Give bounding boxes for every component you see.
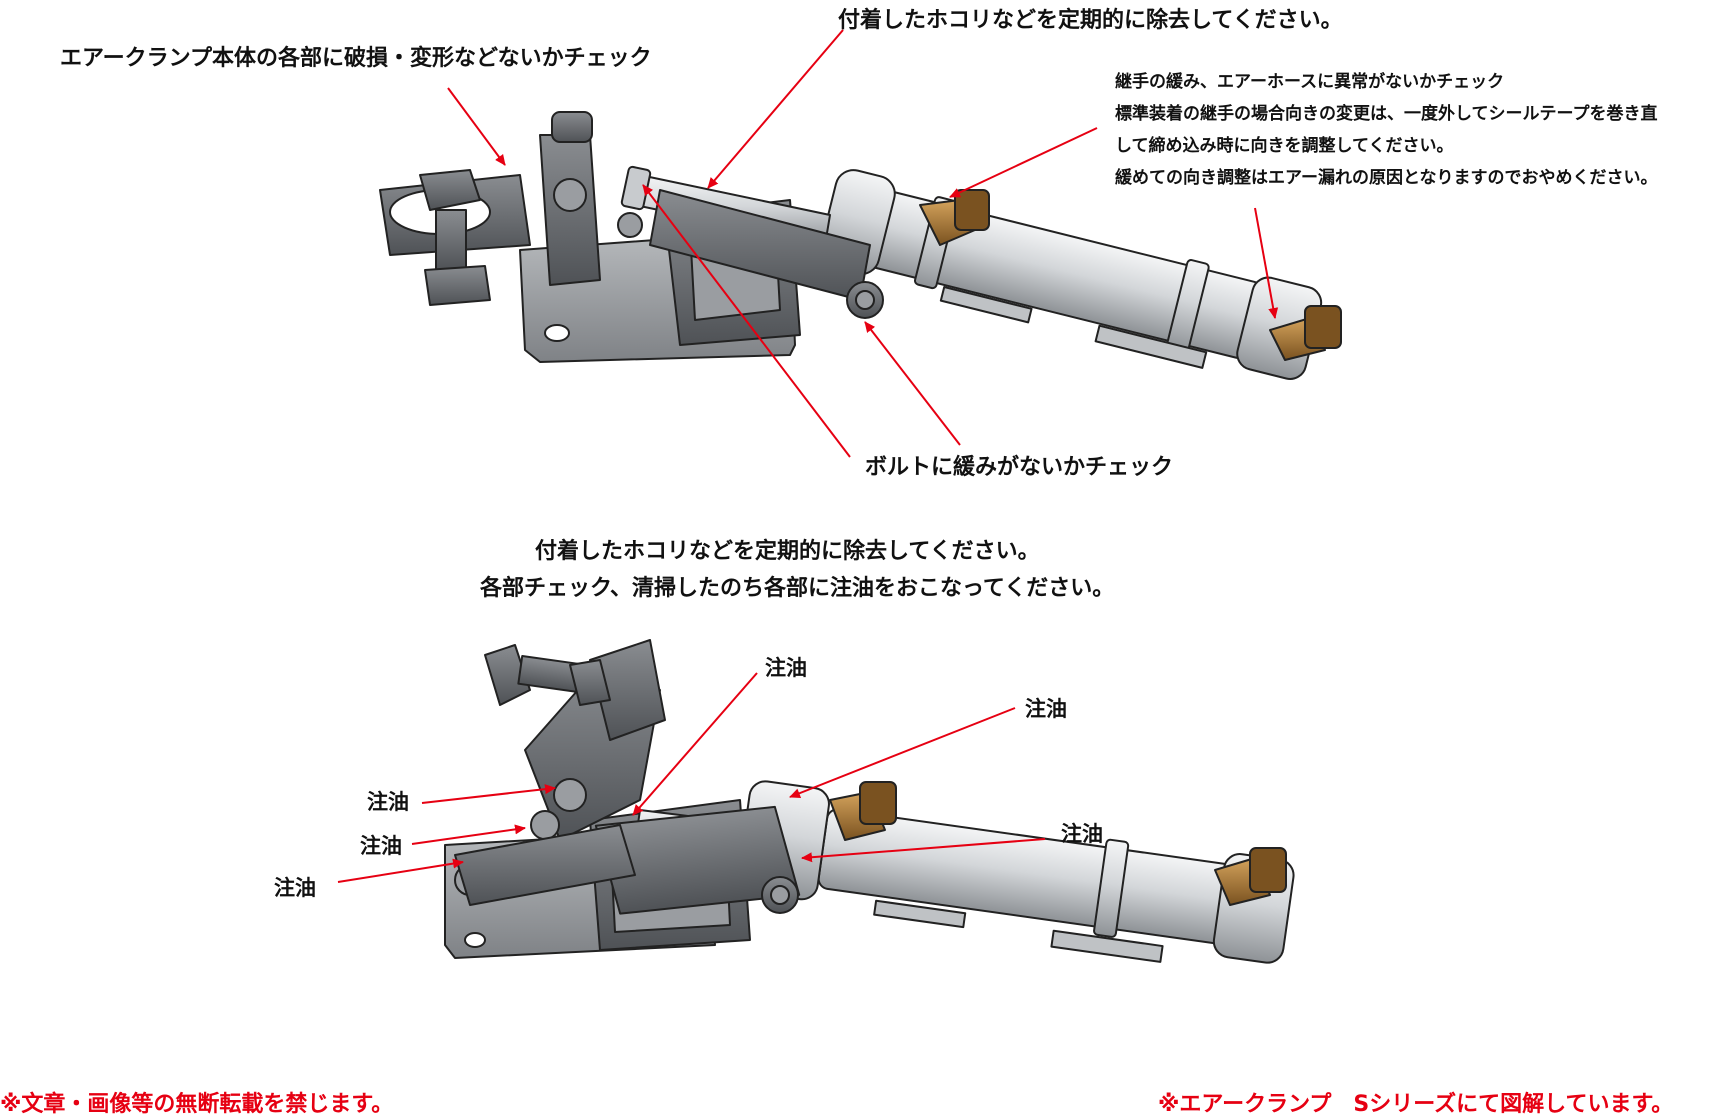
arrow-oil-3 [801, 838, 1046, 863]
label-joint-note-1: 継手の緩み、エアーホースに異常がないかチェック [1115, 72, 1505, 92]
bottom-spindle-arm [589, 639, 666, 741]
annotation-arrows [337, 29, 1279, 883]
arrow-bolt-right [864, 321, 961, 446]
label-body-check: エアークランプ本体の各部に破損・変形などないかチェック [60, 46, 652, 71]
label-dust-removal: 付着したホコリなどを定期的に除去してください。 [838, 8, 1343, 33]
bottom-fitting-front [829, 781, 897, 841]
oil-label-6: 注油 [274, 876, 316, 900]
label-joint-note-2: 標準装着の継手の場合向きの変更は、一度外してシールテープを巻き直 [1115, 104, 1658, 124]
middle-text-line-2: 各部チェック、清掃したのち各部に注油をおこなってください。 [480, 576, 1115, 601]
arrow-oil-4 [421, 784, 556, 804]
top-clamp-illustration [379, 111, 1342, 380]
arrow-bolt-left [642, 184, 851, 458]
arrow-joint-front [949, 127, 1098, 198]
top-fitting-rear [1269, 305, 1342, 361]
footer-series-note: ※エアークランプ Sシリーズにて図解しています。 [1158, 1092, 1674, 1117]
bottom-link-arm [594, 805, 801, 915]
bottom-bolt-head [484, 644, 531, 706]
top-spindle-nut [419, 169, 481, 211]
oil-label-4: 注油 [367, 790, 409, 814]
footer-copyright-note: ※文章・画像等の無断転載を禁じます。 [0, 1092, 394, 1117]
arrow-oil-1 [632, 672, 758, 816]
arrow-body-check [447, 87, 506, 166]
bottom-clamp-illustration [444, 639, 1295, 964]
arrow-dust-removal [707, 29, 844, 189]
middle-text-line-1: 付着したホコリなどを定期的に除去してください。 [535, 539, 1040, 564]
oil-label-3: 注油 [1061, 822, 1103, 846]
arrow-oil-2 [789, 707, 1016, 798]
oil-label-2: 注油 [1025, 697, 1067, 721]
bottom-handle [454, 824, 636, 906]
bottom-fitting-rear [1214, 847, 1287, 906]
arrow-oil-5 [411, 824, 526, 845]
top-fitting-front [919, 189, 990, 246]
top-spindle-bolt-head [424, 265, 491, 306]
arrow-joint-rear [1254, 207, 1279, 319]
label-joint-note-3: して締め込み時に向きを調整してください。 [1115, 136, 1454, 156]
arrow-oil-6 [337, 858, 464, 883]
oil-label-5: 注油 [360, 834, 402, 858]
label-joint-note-4: 緩めての向き調整はエアー漏れの原因となりますのでおやめください。 [1115, 168, 1658, 188]
label-bolt-check: ボルトに緩みがないかチェック [865, 455, 1174, 480]
oil-label-1: 注油 [765, 656, 807, 680]
